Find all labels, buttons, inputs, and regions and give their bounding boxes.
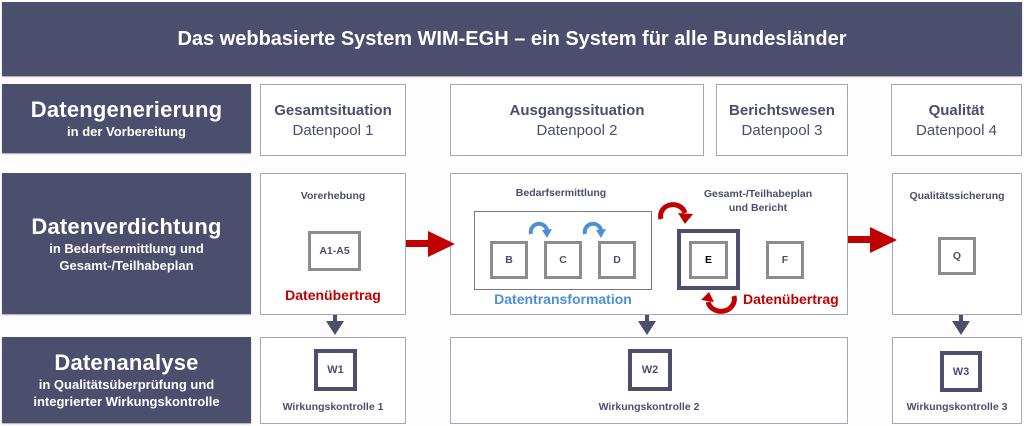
wirkungskontrolle-label: Wirkungskontrolle 1: [282, 401, 384, 413]
blue-curved-arrow-icon: [528, 221, 552, 238]
pool-subtitle: Datenpool 4: [916, 121, 997, 139]
node-b: B: [490, 241, 528, 279]
pool-title: Berichtswesen: [729, 101, 835, 119]
pool-title: Ausgangssituation: [509, 101, 645, 119]
row-subtitle: Gesamt-/Teilhabeplan: [59, 257, 194, 273]
box-qualitaetssicherung: Qualitätssicherung Q: [892, 173, 1022, 315]
pool-berichtswesen: Berichtswesen Datenpool 3: [716, 84, 848, 156]
plan-label-line: und Bericht: [728, 202, 788, 214]
row-subtitle: integrierter Wirkungskontrolle: [33, 394, 220, 409]
row-title: Datengenerierung: [30, 97, 223, 122]
box-bedarf-plan: Bedarfsermittlung B C D Datentransformat…: [450, 173, 848, 315]
red-curved-arrow-icon: [701, 292, 737, 314]
box-vorerhebung: Vorerhebung A1-A5 Datenübertrag: [260, 173, 406, 315]
bedarfsermittlung-label: Bedarfsermittlung: [515, 187, 607, 199]
node-q: Q: [938, 237, 976, 275]
row-label-datengenerierung: Datengenerierung in der Vorbereitung: [2, 84, 251, 153]
pool-ausgangssituation: Ausgangssituation Datenpool 2: [450, 84, 704, 156]
node-c: C: [544, 241, 582, 279]
header-title: Das webbasierte System WIM-EGH – ein Sys…: [177, 27, 847, 50]
red-arrow-right-icon: [848, 227, 897, 253]
pool-title: Gesamtsituation: [274, 101, 392, 119]
datenuebertrag-label: Datenübertrag: [285, 287, 381, 303]
plan-label-line: Gesamt-/Teilhabeplan: [703, 188, 813, 200]
bedarfsermittlung-frame: [474, 211, 652, 290]
node-d: D: [598, 241, 636, 279]
row-subtitle: in der Vorbereitung: [67, 124, 186, 139]
pool-gesamtsituation: Gesamtsituation Datenpool 1: [260, 84, 406, 156]
header-banner: Das webbasierte System WIM-EGH – ein Sys…: [2, 2, 1022, 76]
blue-curved-arrow-icon: [582, 221, 606, 238]
box-wirkungskontrolle-3: W3 Wirkungskontrolle 3: [892, 337, 1022, 424]
down-arrow-icon: [638, 315, 656, 335]
datentransformation-label: Datentransformation: [494, 291, 632, 307]
node-w3: W3: [940, 351, 982, 392]
plan-label: Gesamt-/Teilhabeplan und Bericht: [673, 187, 843, 215]
datenuebertrag-label-2: Datenübertrag: [743, 291, 839, 307]
node-w1: W1: [314, 349, 357, 391]
node-e-frame: [677, 229, 740, 290]
box-wirkungskontrolle-1: W1 Wirkungskontrolle 1: [260, 337, 406, 424]
vorerhebung-label: Vorerhebung: [300, 190, 366, 202]
wirkungskontrolle-label: Wirkungskontrolle 2: [598, 401, 700, 413]
node-f: F: [766, 241, 804, 279]
red-arrow-right-icon: [406, 231, 455, 257]
row-label-datenanalyse: Datenanalyse in Qualitätsüberprüfung und…: [2, 337, 251, 423]
pool-subtitle: Datenpool 2: [536, 121, 618, 139]
row-subtitle: in Qualitätsüberprüfung und: [38, 377, 215, 392]
pool-subtitle: Datenpool 3: [741, 121, 823, 139]
red-curved-arrow-icon: [658, 202, 693, 224]
wirkungskontrolle-label: Wirkungskontrolle 3: [906, 401, 1008, 413]
row-label-datenverdichtung: Datenverdichtung in Bedarfsermittlung un…: [2, 173, 251, 314]
row-subtitle: in Bedarfsermittlung und: [49, 240, 204, 256]
row-title: Datenverdichtung: [31, 213, 222, 239]
qualitaetssicherung-label: Qualitätssicherung: [909, 190, 1005, 202]
node-w2: W2: [628, 349, 672, 391]
box-wirkungskontrolle-2: W2 Wirkungskontrolle 2: [450, 337, 848, 424]
row-title: Datenanalyse: [54, 350, 199, 375]
node-e: E: [689, 241, 728, 279]
pool-subtitle: Datenpool 1: [292, 121, 374, 139]
pool-qualitaet: Qualität Datenpool 4: [891, 84, 1022, 156]
down-arrow-icon: [952, 315, 970, 335]
node-a1-a5: A1-A5: [308, 231, 361, 271]
pool-title: Qualität: [928, 101, 985, 119]
down-arrow-icon: [326, 315, 344, 335]
